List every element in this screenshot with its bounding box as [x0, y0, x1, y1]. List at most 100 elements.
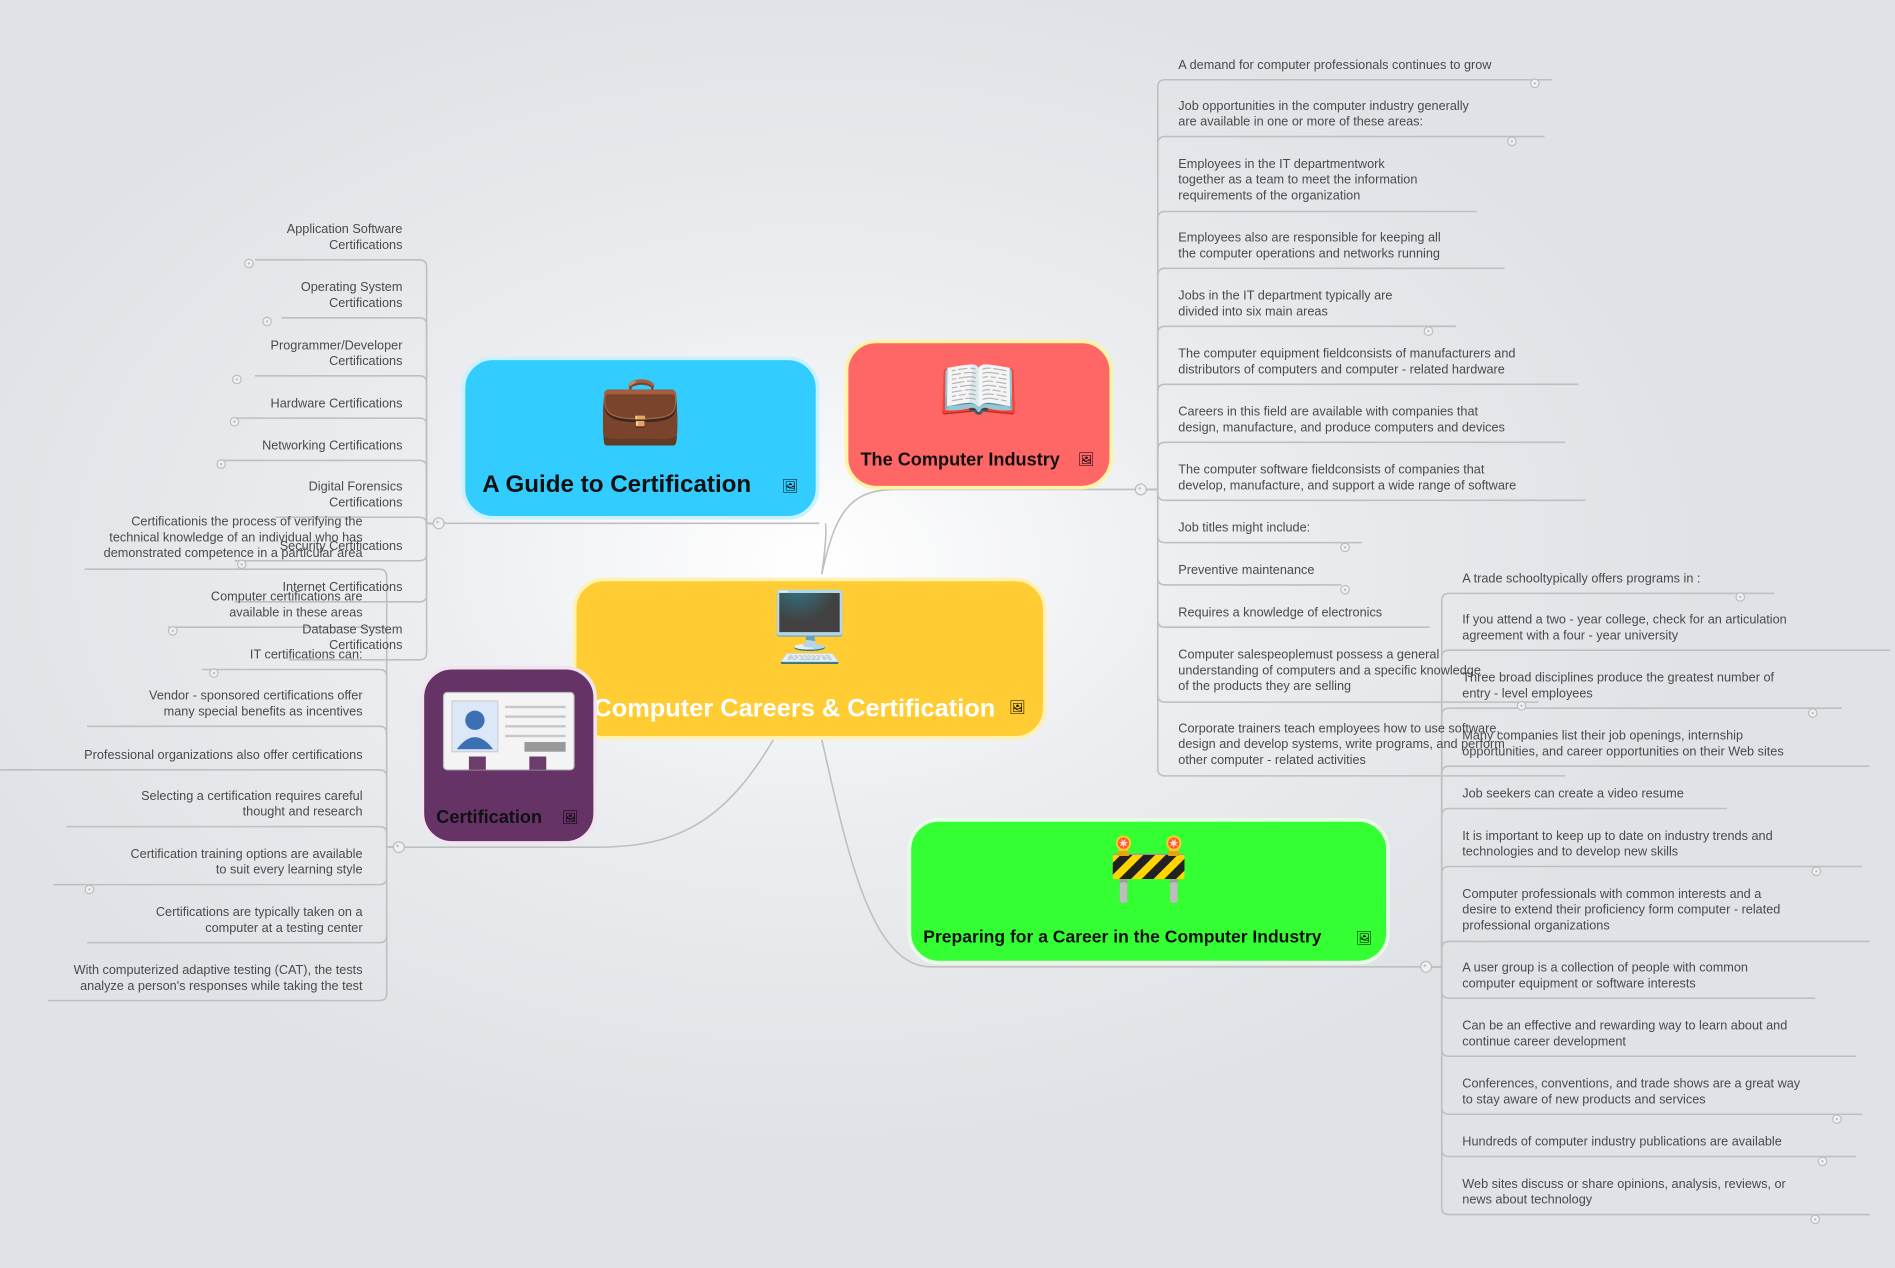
preparing-leaf[interactable]: Can be an effective and rewarding way to…: [1462, 1018, 1788, 1050]
industry-leaf[interactable]: The computer software fieldconsists of c…: [1178, 462, 1517, 494]
certification-leaf[interactable]: IT certifications can:: [249, 647, 363, 663]
branch-hub-icon[interactable]: [392, 841, 405, 854]
image-icon[interactable]: 🖼: [781, 479, 799, 495]
certification-leaf[interactable]: Computer certifications are available in…: [210, 589, 363, 621]
image-icon[interactable]: 🖼: [1355, 931, 1373, 947]
guide-leaf[interactable]: Digital Forensics Certifications: [308, 479, 403, 511]
industry-leaf[interactable]: Corporate trainers teach employees how t…: [1178, 721, 1505, 768]
preparing-leaf[interactable]: Many companies list their job openings, …: [1462, 728, 1784, 760]
collapse-toggle-icon[interactable]: [236, 559, 247, 570]
collapse-toggle-icon[interactable]: [209, 668, 219, 678]
preparing-topic-title: Preparing for a Career in the Computer I…: [923, 928, 1322, 948]
preparing-leaf[interactable]: Conferences, conventions, and trade show…: [1462, 1076, 1801, 1108]
collapse-toggle-icon[interactable]: [167, 626, 178, 636]
leaf-connector: [48, 846, 399, 1002]
industry-leaf[interactable]: Jobs in the IT department typically are …: [1178, 288, 1393, 320]
guide-leaf[interactable]: Internet Certifications: [282, 580, 403, 595]
leaf-connector: [288, 522, 439, 661]
branch-hub-icon[interactable]: [1419, 960, 1433, 973]
leaf-connector: [66, 825, 399, 848]
image-icon[interactable]: 🖼: [1077, 453, 1095, 468]
leaf-connector: [281, 317, 439, 525]
collapse-toggle-icon[interactable]: [1340, 584, 1350, 595]
preparing-leaf[interactable]: If you attend a two - year college, chec…: [1462, 612, 1787, 644]
certification-leaf[interactable]: Certificationis the process of verifying…: [103, 514, 363, 562]
desktop-computer-icon: 🖥️: [767, 588, 852, 665]
collapse-toggle-icon[interactable]: [1516, 700, 1527, 711]
collapse-toggle-icon[interactable]: [1340, 542, 1350, 553]
preparing-leaf[interactable]: Web sites discuss or share opinions, ana…: [1462, 1177, 1786, 1208]
certification-topic-title: Certification: [436, 807, 543, 828]
guide-leaf[interactable]: Application Software Certifications: [286, 222, 403, 253]
industry-leaf[interactable]: Computer salespeoplemust possess a gener…: [1178, 647, 1481, 695]
collapse-toggle-icon[interactable]: [216, 459, 226, 469]
collapse-toggle-icon[interactable]: [1807, 708, 1818, 718]
preparing-leaf[interactable]: A trade schooltypically offers programs …: [1462, 571, 1701, 587]
industry-leaf[interactable]: A demand for computer professionals cont…: [1178, 58, 1492, 73]
collapse-toggle-icon[interactable]: [1423, 326, 1434, 336]
guide-topic-title: A Guide to Certification: [482, 471, 752, 498]
link-central-industry: [821, 488, 1141, 575]
industry-leaf[interactable]: Careers in this field are available with…: [1178, 404, 1505, 436]
collapse-toggle-icon[interactable]: [229, 416, 240, 427]
industry-leaf[interactable]: Employees also are responsible for keepi…: [1178, 230, 1441, 262]
branch-hub-icon[interactable]: [1134, 483, 1147, 496]
collapse-toggle-icon[interactable]: [1832, 1114, 1842, 1124]
image-icon[interactable]: 🖼: [561, 810, 579, 826]
collapse-toggle-icon[interactable]: [262, 316, 272, 327]
preparing-leaf[interactable]: Hundreds of computer industry publicatio…: [1462, 1134, 1782, 1150]
guide-leaf[interactable]: Networking Certifications: [262, 438, 403, 454]
industry-topic-title: The Computer Industry: [860, 449, 1060, 471]
preparing-leaf[interactable]: Computer professionals with common inter…: [1462, 887, 1781, 934]
guide-leaf[interactable]: Hardware Certifications: [270, 396, 403, 411]
guide-leaf[interactable]: Programmer/Developer Certifications: [270, 338, 403, 369]
preparing-for-career-topic[interactable]: 🚧 Preparing for a Career in the Computer…: [907, 818, 1390, 965]
certification-leaf[interactable]: Vendor - sponsored certifications offer …: [149, 688, 363, 720]
guide-leaf[interactable]: Operating System Certifications: [300, 280, 403, 311]
certification-leaf[interactable]: Certifications are typically taken on a …: [155, 905, 363, 936]
certification-topic[interactable]: Certification 🖼: [420, 665, 597, 845]
certification-leaf[interactable]: With computerized adaptive testing (CAT)…: [73, 963, 363, 994]
collapse-toggle-icon[interactable]: [1811, 866, 1822, 877]
leaf-connector: [1140, 78, 1552, 491]
guide-to-certification-topic[interactable]: 💼 A Guide to Certification 🖼: [461, 356, 820, 520]
central-topic-title: Computer Careers & Certification: [593, 694, 996, 723]
industry-leaf[interactable]: Job titles might include:: [1178, 520, 1311, 536]
central-topic[interactable]: 🖥️ Computer Careers & Certification 🖼: [572, 577, 1047, 740]
collapse-toggle-icon[interactable]: [232, 374, 242, 385]
collapse-toggle-icon[interactable]: [1735, 592, 1746, 602]
computer-industry-topic[interactable]: 📖 The Computer Industry 🖼: [844, 339, 1114, 490]
image-icon[interactable]: 🖼: [1009, 700, 1026, 716]
industry-leaf[interactable]: Preventive maintenance: [1178, 563, 1315, 578]
certification-leaf[interactable]: Professional organizations also offer ce…: [84, 748, 363, 763]
leaf-connector: [254, 259, 439, 525]
collapse-toggle-icon[interactable]: [1529, 78, 1540, 89]
guide-leaf[interactable]: Database System Certifications: [302, 622, 403, 653]
industry-leaf[interactable]: Requires a knowledge of electronics: [1178, 605, 1383, 620]
guide-leaf[interactable]: Security Certifications: [279, 538, 403, 554]
industry-leaf[interactable]: Job opportunities in the computer indust…: [1178, 99, 1469, 130]
leaf-connector: [1140, 488, 1566, 777]
leaf-connector: [254, 375, 439, 525]
certification-leaf[interactable]: Selecting a certification requires caref…: [141, 789, 363, 820]
branch-hub-icon[interactable]: [432, 517, 445, 530]
leaf-connector: [1426, 649, 1891, 968]
preparing-leaf[interactable]: Three broad disciplines produce the grea…: [1462, 670, 1775, 702]
leaf-connector: [201, 668, 399, 848]
industry-leaf[interactable]: The computer equipment fieldconsists of …: [1178, 346, 1516, 378]
collapse-toggle-icon[interactable]: [244, 258, 254, 269]
industry-leaf[interactable]: Employees in the IT departmentwork toget…: [1178, 157, 1418, 204]
leaf-connector: [221, 459, 439, 525]
preparing-leaf[interactable]: It is important to keep up to date on in…: [1462, 829, 1773, 860]
collapse-toggle-icon[interactable]: [1810, 1214, 1821, 1225]
leaf-connector: [234, 417, 439, 525]
briefcase-icon: 💼: [598, 369, 683, 446]
collapse-toggle-icon[interactable]: [1506, 136, 1517, 147]
preparing-leaf[interactable]: A user group is a collection of people w…: [1462, 960, 1748, 992]
collapse-toggle-icon[interactable]: [1817, 1156, 1828, 1167]
leaf-connector: [1426, 966, 1870, 1216]
collapse-toggle-icon[interactable]: [84, 884, 95, 895]
leaf-connector: [1426, 807, 1727, 968]
preparing-leaf[interactable]: Job seekers can create a video resume: [1462, 786, 1684, 802]
certification-leaf[interactable]: Certification training options are avail…: [130, 847, 363, 878]
